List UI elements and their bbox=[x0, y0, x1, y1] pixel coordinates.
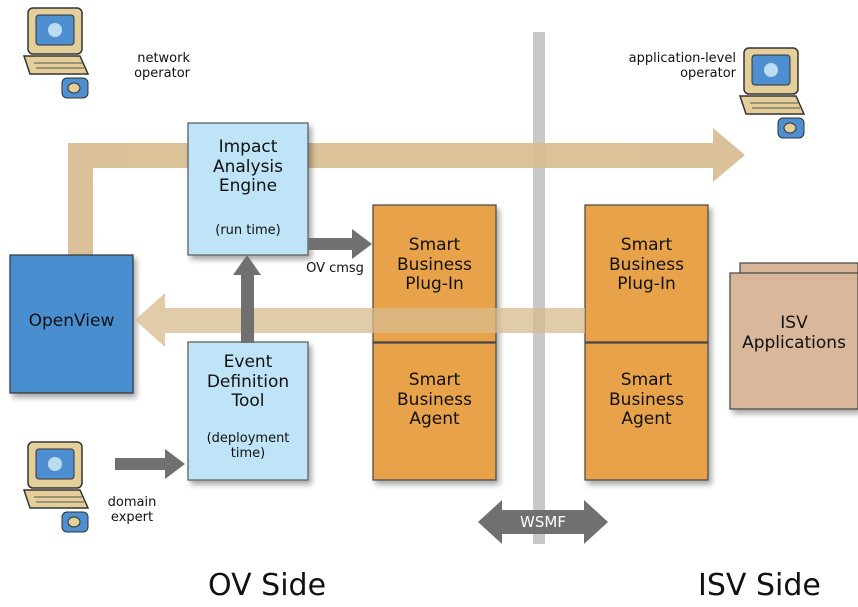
sb-agent-right-label: Smart Business Agent bbox=[609, 370, 684, 430]
openview-box bbox=[9, 254, 134, 394]
expert-to-tool-arrow bbox=[115, 449, 185, 479]
isv-apps-label: ISV Applications bbox=[742, 313, 846, 353]
event-tool-box bbox=[187, 341, 309, 481]
wsmf-label: WSMF bbox=[520, 513, 566, 531]
return-tan-arrow bbox=[135, 293, 585, 347]
application-operator-label: application-level operator bbox=[628, 51, 736, 81]
event-tool-note: (deployment time) bbox=[206, 431, 290, 461]
network-operator-label: network operator bbox=[134, 51, 190, 81]
openview-label: OpenView bbox=[28, 311, 115, 331]
wsmf-double-arrow bbox=[478, 500, 608, 544]
domain-expert-computer-icon bbox=[22, 441, 90, 533]
sb-agent-left-label: Smart Business Agent bbox=[397, 370, 472, 430]
network-operator-computer-icon bbox=[22, 7, 90, 99]
side-divider bbox=[533, 32, 545, 544]
isv-apps-box bbox=[729, 272, 858, 410]
impact-engine-note: (run time) bbox=[215, 223, 281, 238]
isv-side-label: ISV Side bbox=[698, 568, 821, 603]
application-operator-computer-icon bbox=[738, 47, 806, 139]
sb-agent-right-box bbox=[584, 342, 709, 481]
sb-agent-left-box bbox=[372, 342, 497, 481]
event-to-engine-arrow bbox=[233, 255, 261, 343]
ov-cmsg-arrow bbox=[308, 229, 372, 259]
outbound-tan-arrow bbox=[68, 128, 745, 255]
event-tool-title: Event Definition Tool bbox=[206, 352, 290, 412]
ov-cmsg-label: OV cmsg bbox=[306, 261, 364, 276]
sb-plugin-right-box bbox=[584, 204, 709, 343]
sb-plugin-left-label: Smart Business Plug-In bbox=[397, 235, 472, 295]
impact-engine-box bbox=[187, 122, 309, 256]
impact-engine-title: Impact Analysis Engine bbox=[212, 137, 284, 197]
domain-expert-label: domain expert bbox=[107, 495, 157, 525]
ov-side-label: OV Side bbox=[208, 568, 327, 603]
sb-plugin-right-label: Smart Business Plug-In bbox=[609, 235, 684, 295]
